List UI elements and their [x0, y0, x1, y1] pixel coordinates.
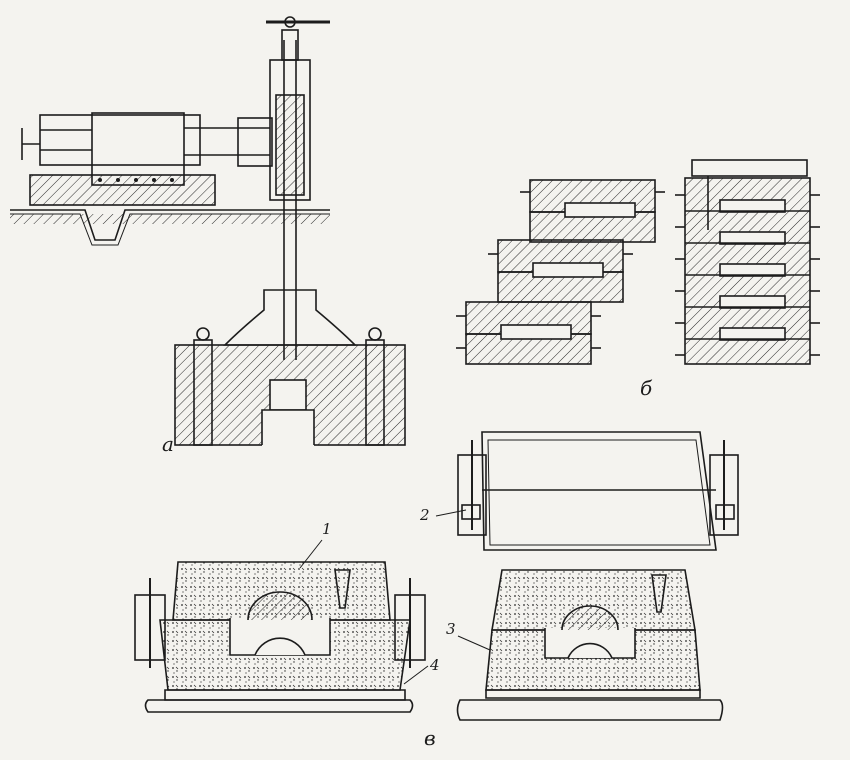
panel-b-drawing: [456, 159, 820, 365]
label-panel-v: в: [424, 726, 436, 750]
callout-3: 3: [446, 620, 456, 638]
panel-a-drawing: [10, 16, 406, 450]
panel-v-drawing: [134, 431, 739, 721]
mould-after-stripping: [456, 569, 724, 721]
callout-1: 1: [322, 520, 332, 538]
flask-stack-vertical: [675, 159, 820, 365]
flask-stack-stepped: [456, 179, 665, 365]
callout-4: 4: [430, 656, 440, 674]
empty-flask-frame: [457, 431, 739, 551]
label-panel-a: а: [162, 432, 174, 456]
label-panel-b: б: [640, 376, 653, 400]
callout-2: 2: [420, 506, 430, 524]
assembled-mould: [134, 561, 426, 713]
